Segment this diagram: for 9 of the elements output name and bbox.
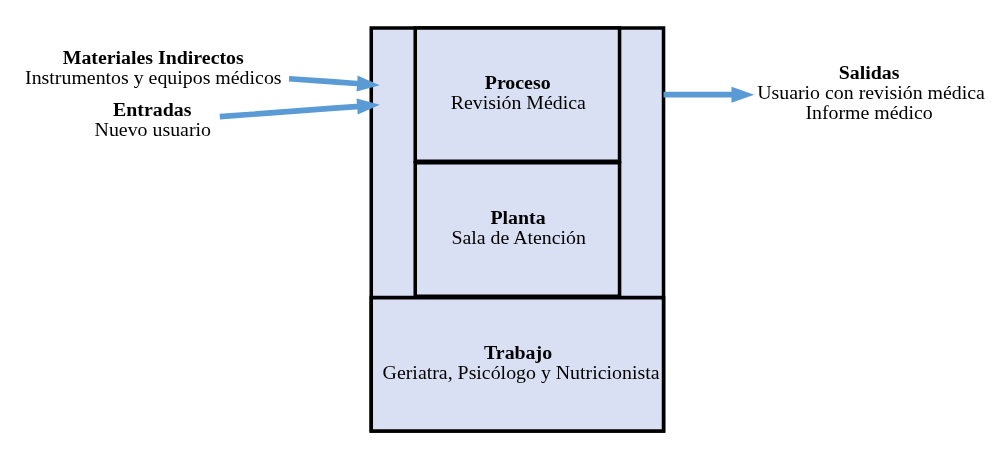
- node-box: Proceso Revisión Médica: [413, 26, 622, 164]
- node-text: Salidas Usuario con revisión médica Informe médico: [757, 61, 985, 124]
- node-box: Planta Sala de Atención: [413, 161, 622, 298]
- node-text: Materiales Indirectos Instrumentos y equipos médicos: [25, 45, 282, 88]
- node-text: Entradas Nuevo usuario: [94, 98, 211, 141]
- arrow: [663, 86, 755, 103]
- node-box: Trabajo Geriatra, Psicólogo y Nutricionista: [369, 295, 666, 433]
- arrow: [288, 75, 380, 92]
- arrow: [219, 98, 380, 120]
